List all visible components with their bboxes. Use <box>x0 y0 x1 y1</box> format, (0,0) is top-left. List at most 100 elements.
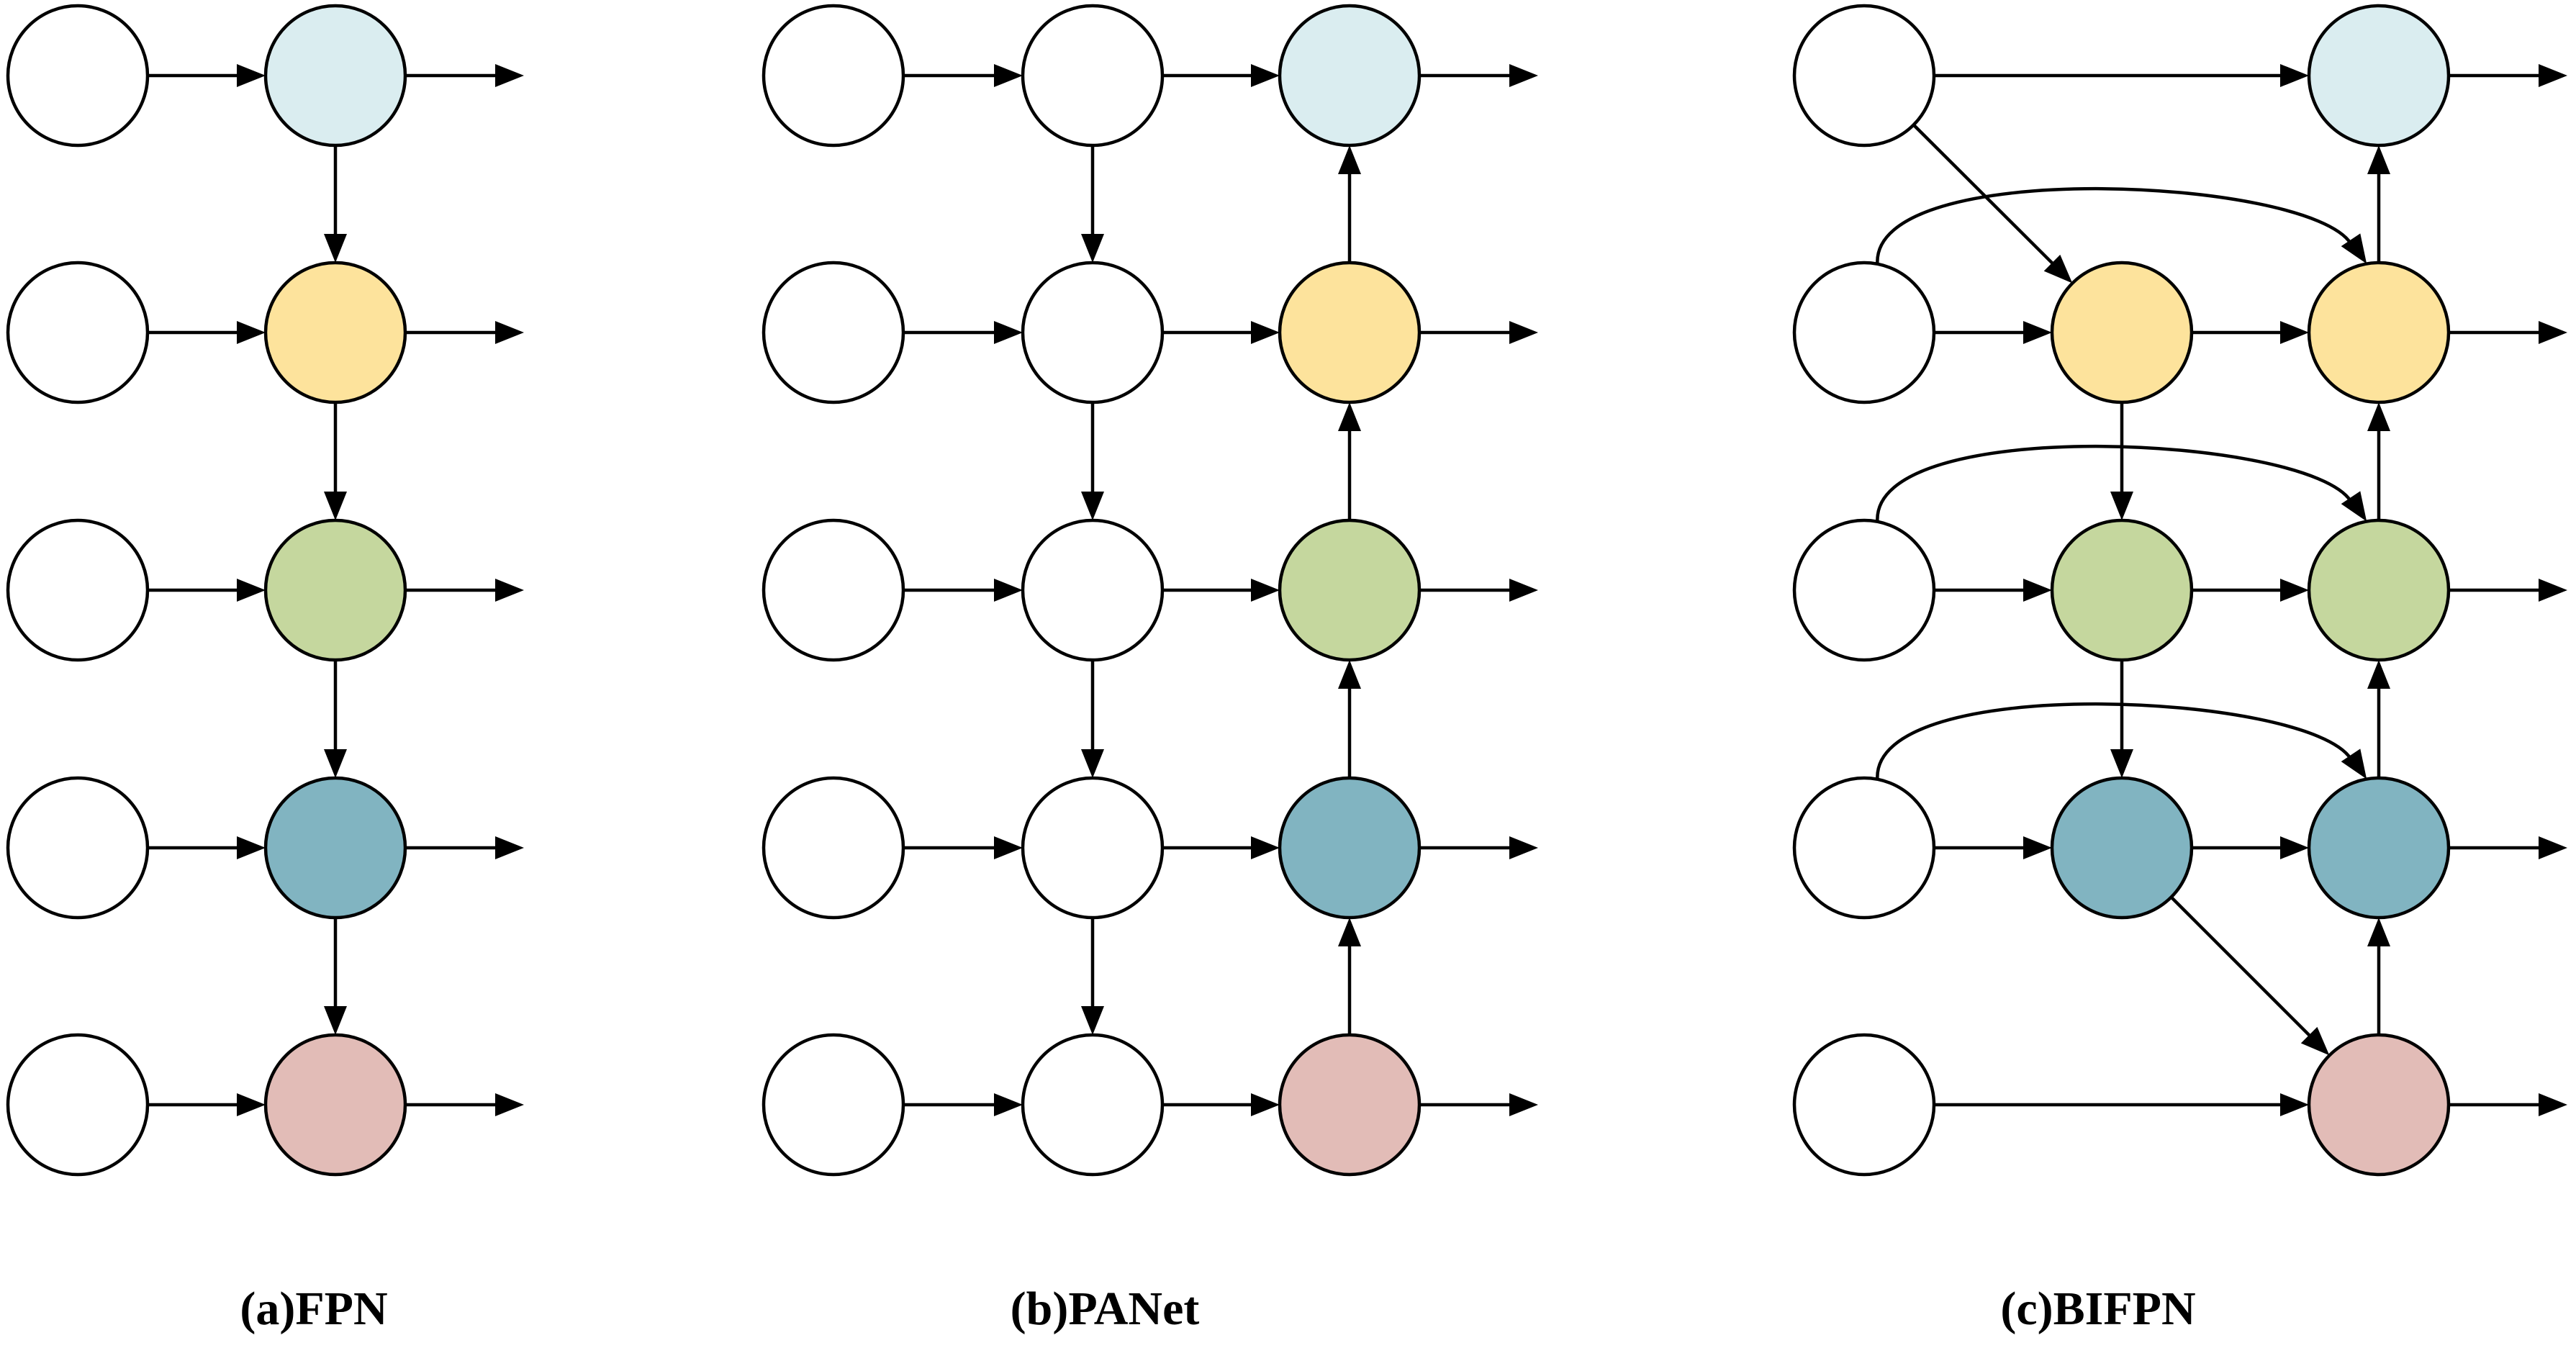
panet-edge-c1r3-to-c2r3-head <box>1251 836 1280 859</box>
panet-edge-c2r1-to-c2r0-head <box>1338 145 1361 174</box>
bifpn-edge-c2r4-to-c2r3-head <box>2367 918 2390 946</box>
bifpn-edge-c1r1-to-c1r2-head <box>2110 492 2133 520</box>
panet-edge-c0r0-to-c1r0-head <box>994 64 1023 87</box>
bifpn-node-c1r1 <box>2050 261 2194 404</box>
bifpn-edge-c1r2-to-c2r2-head <box>2280 579 2309 602</box>
panet-edge-c0r2-to-c1r2-head <box>994 579 1023 602</box>
panet-output-c2r4-head <box>1509 1093 1538 1116</box>
panet-output-c2r1-head <box>1509 321 1538 344</box>
bifpn-edge-c0r0-to-c1r1-head <box>2043 254 2073 284</box>
bifpn-output-c2r4-head <box>2539 1093 2567 1116</box>
fpn-node-c0r0 <box>6 4 150 148</box>
bifpn-edge-c2r1-to-c2r0-head <box>2367 145 2390 174</box>
fpn-output-c1r1-head <box>495 321 524 344</box>
panet-node-c1r1 <box>1021 261 1165 404</box>
panet-node-c2r4 <box>1278 1033 1422 1177</box>
fpn-node-c0r3 <box>6 776 150 920</box>
panet-node-c0r1 <box>761 261 905 404</box>
panel-panet: (b)PANet <box>761 4 1538 1335</box>
bifpn-node-c1r3 <box>2050 776 2194 920</box>
fpn-node-c1r3 <box>263 776 407 920</box>
panet-node-c1r4 <box>1021 1033 1165 1177</box>
panet-edge-c1r1-to-c2r1-head <box>1251 321 1280 344</box>
fpn-node-c1r4 <box>263 1033 407 1177</box>
fpn-edge-c0r2-to-c1r2-head <box>237 579 266 602</box>
bifpn-edge-c0r4-to-c2r4-head <box>2280 1093 2309 1116</box>
bifpn-node-c0r2 <box>1792 518 1936 662</box>
bifpn-edge-c0r2-to-c2r2 <box>1876 444 2353 523</box>
fpn-edge-c1r0-to-c1r1-head <box>324 234 347 263</box>
panet-node-c2r2 <box>1278 518 1422 662</box>
fpn-edge-c1r1-to-c1r2-head <box>324 492 347 520</box>
bifpn-edge-c1r1-to-c2r1-head <box>2280 321 2309 344</box>
panet-node-c0r0 <box>761 4 905 148</box>
panet-output-c2r2-head <box>1509 579 1538 602</box>
panet-node-c1r0 <box>1021 4 1165 148</box>
fpn-output-c1r2-head <box>495 579 524 602</box>
fpn-node-c0r2 <box>6 518 150 662</box>
bifpn-node-c0r4 <box>1792 1033 1936 1177</box>
fpn-edge-c1r3-to-c1r4-head <box>324 1006 347 1035</box>
bifpn-output-c2r0-head <box>2539 64 2567 87</box>
panet-edge-c0r1-to-c1r1-head <box>994 321 1023 344</box>
bifpn-edge-c0r1-to-c2r1 <box>1876 186 2353 265</box>
fpn-output-c1r3-head <box>495 836 524 859</box>
bifpn-edge-c0r0-to-c1r1 <box>1912 123 2056 266</box>
bifpn-node-c2r4 <box>2307 1033 2451 1177</box>
bifpn-edge-c0r2-to-c2r2-head <box>2341 491 2367 522</box>
panet-edge-c1r4-to-c2r4-head <box>1251 1093 1280 1116</box>
panet-output-c2r3-head <box>1509 836 1538 859</box>
fpn-edge-c0r0-to-c1r0-head <box>237 64 266 87</box>
caption-fpn: (a)FPN <box>240 1283 387 1335</box>
fpn-node-c1r1 <box>263 261 407 404</box>
bifpn-edge-c2r3-to-c2r2-head <box>2367 660 2390 689</box>
caption-bifpn: (c)BIFPN <box>2000 1283 2195 1335</box>
fpn-node-c1r2 <box>263 518 407 662</box>
bifpn-node-c2r3 <box>2307 776 2451 920</box>
panet-edge-c1r2-to-c2r2-head <box>1251 579 1280 602</box>
bifpn-edge-c2r2-to-c2r1-head <box>2367 402 2390 431</box>
bifpn-edge-c0r3-to-c1r3-head <box>2023 836 2052 859</box>
fpn-node-c0r4 <box>6 1033 150 1177</box>
bifpn-node-c2r2 <box>2307 518 2451 662</box>
panet-edge-c1r2-to-c1r3-head <box>1081 749 1104 778</box>
bifpn-edge-c1r3-to-c2r4-head <box>2300 1026 2330 1056</box>
bifpn-edge-c1r3-to-c2r4 <box>2169 895 2313 1039</box>
panet-node-c2r0 <box>1278 4 1422 148</box>
panet-output-c2r0-head <box>1509 64 1538 87</box>
panet-edge-c1r3-to-c1r4-head <box>1081 1006 1104 1035</box>
panet-edge-c0r4-to-c1r4-head <box>994 1093 1023 1116</box>
panet-node-c2r3 <box>1278 776 1422 920</box>
fpn-output-c1r4-head <box>495 1093 524 1116</box>
panet-node-c0r2 <box>761 518 905 662</box>
panet-edge-c2r2-to-c2r1-head <box>1338 402 1361 431</box>
panet-node-c1r2 <box>1021 518 1165 662</box>
bifpn-node-c2r1 <box>2307 261 2451 404</box>
bifpn-output-c2r2-head <box>2539 579 2567 602</box>
panet-edge-c2r4-to-c2r3-head <box>1338 918 1361 946</box>
bifpn-edge-c0r1-to-c1r1-head <box>2023 321 2052 344</box>
fpn-edge-c0r1-to-c1r1-head <box>237 321 266 344</box>
panet-node-c1r3 <box>1021 776 1165 920</box>
fpn-node-c1r0 <box>263 4 407 148</box>
panet-edge-c0r3-to-c1r3-head <box>994 836 1023 859</box>
panet-node-c0r3 <box>761 776 905 920</box>
panel-fpn: (a)FPN <box>6 4 524 1335</box>
fpn-edge-c0r3-to-c1r3-head <box>237 836 266 859</box>
panet-edge-c2r3-to-c2r2-head <box>1338 660 1361 689</box>
bifpn-output-c2r1-head <box>2539 321 2567 344</box>
panet-edge-c1r0-to-c2r0-head <box>1251 64 1280 87</box>
panet-edge-c1r1-to-c1r2-head <box>1081 492 1104 520</box>
bifpn-edge-c0r2-to-c1r2-head <box>2023 579 2052 602</box>
fpn-edge-c1r2-to-c1r3-head <box>324 749 347 778</box>
fpn-node-c0r1 <box>6 261 150 404</box>
panet-node-c2r1 <box>1278 261 1422 404</box>
bifpn-output-c2r3-head <box>2539 836 2567 859</box>
panet-node-c0r4 <box>761 1033 905 1177</box>
fpn-edge-c0r4-to-c1r4-head <box>237 1093 266 1116</box>
bifpn-edge-c1r2-to-c1r3-head <box>2110 749 2133 778</box>
bifpn-edge-c1r3-to-c2r3-head <box>2280 836 2309 859</box>
bifpn-node-c2r0 <box>2307 4 2451 148</box>
panel-bifpn: (c)BIFPN <box>1792 4 2567 1335</box>
